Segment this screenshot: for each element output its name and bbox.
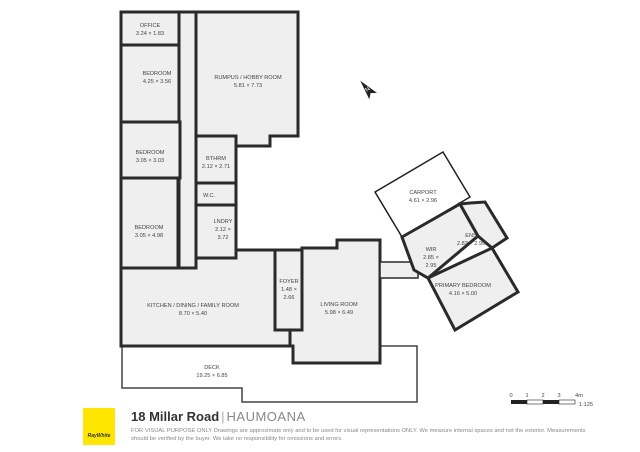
scale-tick: 3 — [557, 393, 560, 399]
label-rumpus: RUMPUS / HOBBY ROOM — [214, 75, 282, 81]
carport-area — [373, 150, 472, 239]
label-deck: DECK — [204, 365, 220, 371]
label-primary-bedroom: PRIMARY BEDROOM — [435, 283, 491, 289]
label-wir: WIR — [426, 247, 437, 253]
dims-primary-bedroom: 4.16 × 5.00 — [449, 291, 477, 297]
dims-bedroom-1: 4.25 × 3.56 — [143, 79, 171, 85]
address: 18 Millar Road — [131, 409, 220, 424]
suburb: HAUMOANA — [226, 409, 306, 424]
label-office: OFFICE — [140, 23, 161, 29]
dims-living: 5.98 × 6.49 — [325, 310, 353, 316]
label-living: LIVING ROOM — [320, 302, 358, 308]
room-living — [288, 238, 382, 365]
room-bedroom-2 — [119, 120, 182, 180]
label-laundry: LNDRY — [214, 219, 233, 225]
dims-ensuite: 2.82 × 2.99 — [457, 241, 485, 247]
scale-tick: 0 — [509, 393, 512, 399]
dims-deck: 19.25 × 6.85 — [196, 373, 227, 379]
label-kitchen: KITCHEN / DINING / FAMILY ROOM — [147, 303, 239, 309]
room-wir — [400, 201, 480, 280]
dims-rumpus: 5.81 × 7.73 — [234, 83, 262, 89]
label-wc: W.C. — [203, 193, 216, 199]
dims-wir-1: 2.85 × — [423, 255, 439, 261]
label-bedroom-1: BEDROOM — [143, 71, 172, 77]
dims-bathroom: 2.12 × 2.71 — [202, 164, 230, 170]
dims-foyer-1: 1.48 × — [281, 287, 297, 293]
label-bedroom-2: BEDROOM — [136, 150, 165, 156]
disclaimer: FOR VISUAL PURPOSE ONLY Drawings are app… — [131, 428, 586, 442]
scale-tick: 2 — [541, 393, 544, 399]
scale-tick: 4m — [575, 393, 583, 399]
svg-text:N: N — [364, 86, 371, 93]
label-ensuite: ENS — [465, 233, 477, 239]
dims-laundry-2: 3.72 — [218, 235, 229, 241]
scale-tick: 1 — [525, 393, 528, 399]
label-carport: CARPORT — [409, 190, 437, 196]
dims-bedroom-3: 3.05 × 4.98 — [135, 233, 163, 239]
property-title: 18 Millar Road|HAUMOANA — [131, 409, 306, 424]
north-arrow-icon: N — [360, 80, 377, 100]
room-laundry — [194, 203, 238, 260]
scale-ratio: 1:125 — [579, 402, 593, 408]
dims-laundry-1: 2.12 × — [215, 227, 231, 233]
raywhite-logo: RayWhite — [83, 408, 115, 445]
scale-bar: 0 1 2 3 4m 1:125 — [509, 393, 593, 408]
dims-carport: 4.61 × 2.96 — [409, 198, 437, 204]
label-foyer: FOYER — [279, 279, 298, 285]
label-bedroom-3: BEDROOM — [135, 225, 164, 231]
room-ensuite — [457, 200, 510, 250]
dims-foyer-2: 2.66 — [284, 295, 295, 301]
dims-bedroom-2: 3.05 × 3.03 — [136, 158, 164, 164]
dims-kitchen: 8.70 × 5.40 — [179, 311, 207, 317]
hallway — [177, 10, 198, 270]
brand-name: RayWhite — [87, 433, 111, 439]
room-bedroom-3 — [119, 176, 180, 270]
dims-office: 3.24 × 1.83 — [136, 31, 164, 37]
dims-wir-2: 2.95 — [426, 263, 437, 269]
label-bathroom: BTHRM — [206, 156, 226, 162]
room-primary-bedroom — [425, 246, 521, 333]
